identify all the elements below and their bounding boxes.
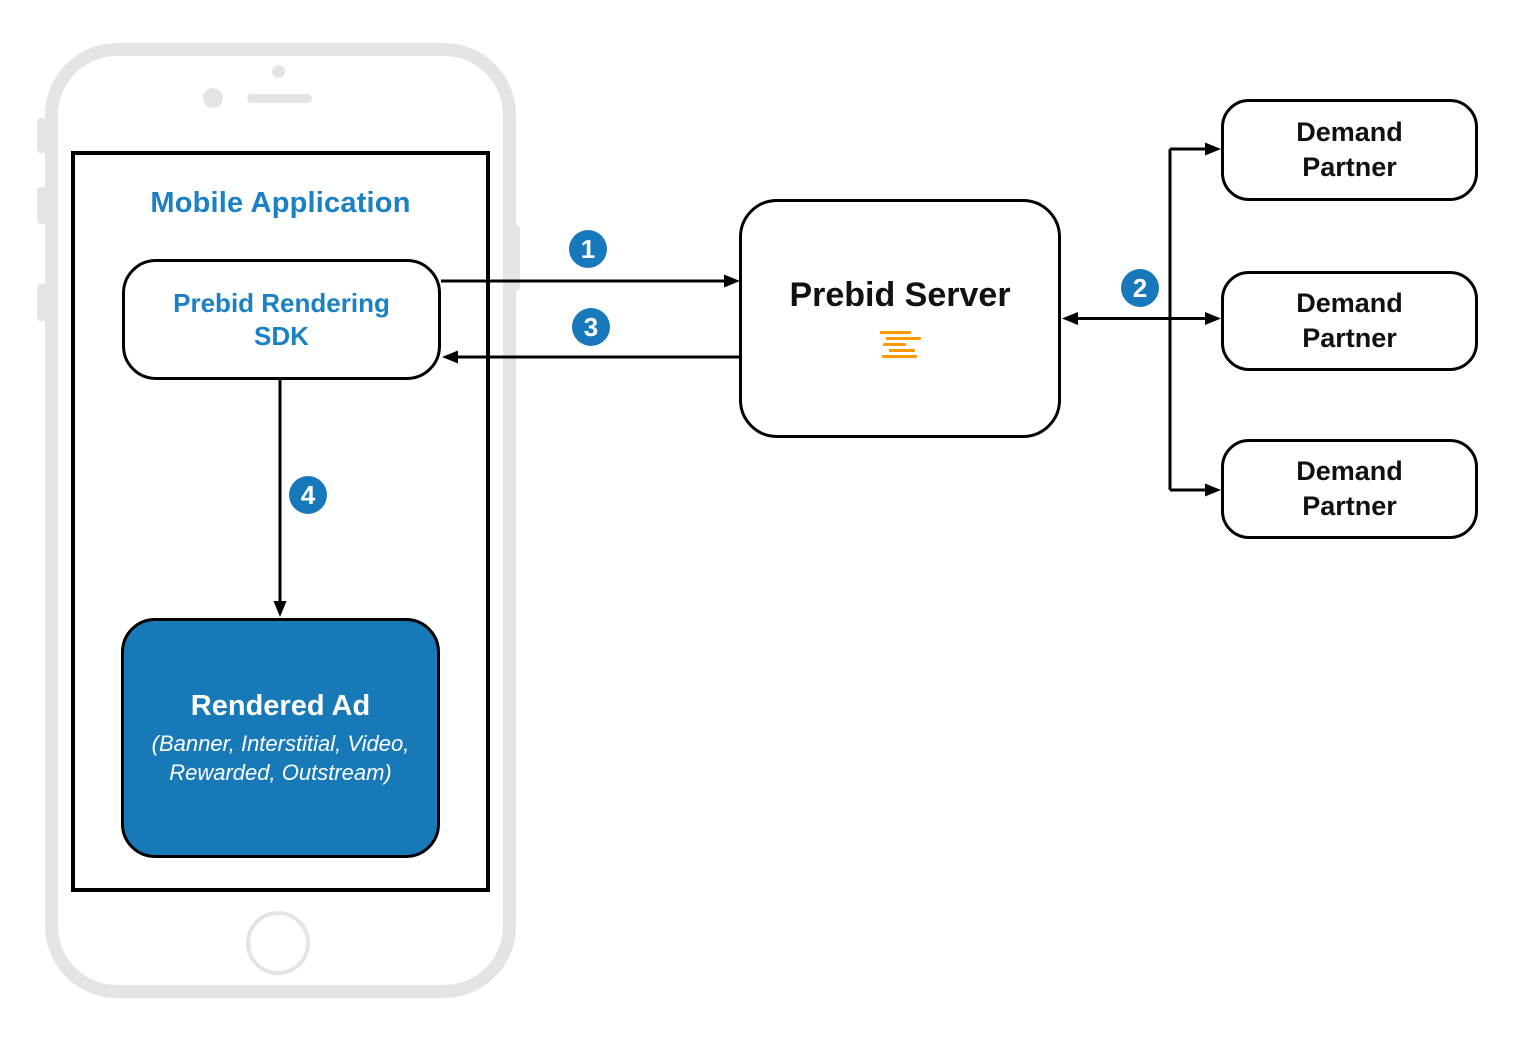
mute-switch-icon (37, 118, 47, 153)
step-badge-2: 2 (1121, 269, 1159, 307)
demand-partner-box-3: Demand Partner (1221, 439, 1478, 539)
demand-partner-3-line1: Demand (1296, 456, 1403, 486)
demand-partner-1-line2: Partner (1302, 152, 1397, 182)
prebid-rendering-sdk-box: Prebid Rendering SDK (122, 259, 441, 380)
demand-partner-2-line2: Partner (1302, 323, 1397, 353)
demand-partner-1-line1: Demand (1296, 117, 1403, 147)
step-badge-3: 3 (572, 308, 610, 346)
speaker-icon (247, 94, 312, 103)
rendered-ad-subtitle-line2: Rewarded, Outstream) (169, 759, 392, 785)
mobile-application-title: Mobile Application (150, 187, 411, 219)
demand-partner-3-line2: Partner (1302, 491, 1397, 521)
rendered-ad-box: Rendered Ad (Banner, Interstitial, Video… (121, 618, 440, 858)
prebid-server-box: Prebid Server (739, 199, 1061, 438)
step-badge-4: 4 (289, 476, 327, 514)
demand-partner-2-line1: Demand (1296, 288, 1403, 318)
prebid-server-title: Prebid Server (789, 276, 1011, 314)
prebid-logo-icon (879, 331, 921, 361)
step-badge-1: 1 (569, 230, 607, 268)
camera-dot-icon (272, 65, 285, 78)
demand-partner-box-2: Demand Partner (1221, 271, 1478, 371)
volume-down-button-icon (37, 284, 47, 321)
rendered-ad-title: Rendered Ad (190, 689, 371, 722)
arrow-step2-server-to-demand-partners (1062, 142, 1221, 497)
sdk-label-line1: Prebid Rendering (173, 287, 390, 318)
rendered-ad-subtitle-line1: (Banner, Interstitial, Video, (151, 730, 410, 756)
front-camera-icon (203, 88, 223, 108)
demand-partner-box-1: Demand Partner (1221, 99, 1478, 201)
home-button-icon (246, 911, 310, 975)
volume-up-button-icon (37, 187, 47, 224)
sdk-label-line2: SDK (254, 320, 309, 351)
